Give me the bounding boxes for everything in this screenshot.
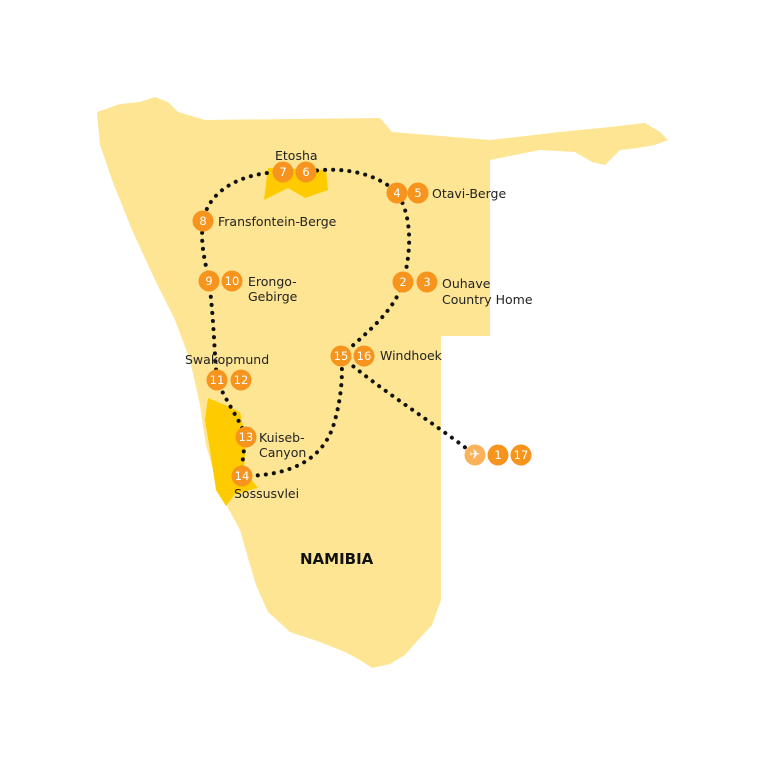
stop-marker-16[interactable]: 16 (353, 345, 375, 367)
label-ouhave-2: Country Home (442, 292, 533, 307)
marker-circle (206, 369, 228, 391)
stop-marker-4[interactable]: 4 (386, 182, 408, 204)
stop-marker-12[interactable]: 12 (230, 369, 252, 391)
country-name: NAMIBIA (300, 550, 374, 568)
label-etosha: Etosha (275, 148, 318, 163)
marker-number: 8 (199, 214, 206, 228)
marker-number: 6 (302, 165, 309, 179)
label-erongo-1: Erongo- (248, 274, 297, 289)
marker-number: 4 (393, 186, 400, 200)
stop-marker-5[interactable]: 5 (407, 182, 429, 204)
marker-circle (221, 270, 243, 292)
stop-marker-15[interactable]: 15 (330, 345, 352, 367)
marker-number: 10 (225, 274, 240, 288)
label-ouhave-1: Ouhave (442, 276, 491, 291)
stop-marker-6[interactable]: 6 (295, 161, 317, 183)
marker-circle (416, 271, 438, 293)
route-path (200, 167, 477, 479)
marker-number: 15 (334, 349, 349, 363)
stop-marker-8[interactable]: 8 (192, 210, 214, 232)
marker-circle (295, 161, 317, 183)
marker-number: 14 (235, 469, 250, 483)
marker-circle (353, 345, 375, 367)
marker-circle (231, 465, 253, 487)
marker-number: 9 (205, 274, 212, 288)
label-kuiseb-1: Kuiseb- (259, 430, 305, 445)
stop-marker-13[interactable]: 13 (235, 426, 257, 448)
marker-number: 2 (399, 275, 406, 289)
marker-number: 11 (210, 373, 225, 387)
marker-circle (392, 271, 414, 293)
stop-marker-11[interactable]: 11 (206, 369, 228, 391)
label-fransfontein: Fransfontein-Berge (218, 214, 337, 229)
marker-number: 17 (514, 448, 529, 462)
label-sossusvlei: Sossusvlei (234, 486, 299, 501)
marker-number: 1 (494, 448, 501, 462)
label-otavi: Otavi-Berge (432, 186, 506, 201)
marker-number: 5 (414, 186, 421, 200)
marker-number: 16 (357, 349, 372, 363)
marker-circle (510, 444, 532, 466)
stop-marker-17[interactable]: 17 (510, 444, 532, 466)
marker-circle (330, 345, 352, 367)
marker-number: 7 (279, 165, 286, 179)
marker-circle (235, 426, 257, 448)
namibia-land (97, 97, 668, 668)
stop-marker-3[interactable]: 3 (416, 271, 438, 293)
marker-circle (272, 161, 294, 183)
stop-marker-2[interactable]: 2 (392, 271, 414, 293)
stop-marker-7[interactable]: 7 (272, 161, 294, 183)
stop-marker-9[interactable]: 9 (198, 270, 220, 292)
label-kuiseb-2: Canyon (259, 445, 306, 460)
marker-circle (407, 182, 429, 204)
marker-circle (198, 270, 220, 292)
marker-number: 3 (423, 275, 430, 289)
stop-marker-14[interactable]: 14 (231, 465, 253, 487)
marker-number: 13 (239, 430, 254, 444)
airport-marker[interactable]: ✈ (464, 444, 486, 466)
label-swakopmund: Swakopmund (185, 352, 269, 367)
marker-circle (230, 369, 252, 391)
stop-marker-1[interactable]: 1 (487, 444, 509, 466)
marker-circle (386, 182, 408, 204)
marker-circle (487, 444, 509, 466)
label-windhoek: Windhoek (380, 348, 443, 363)
stop-marker-10[interactable]: 10 (221, 270, 243, 292)
marker-number: 12 (234, 373, 249, 387)
airplane-icon: ✈ (470, 448, 481, 463)
marker-circle (192, 210, 214, 232)
label-erongo-2: Gebirge (248, 289, 298, 304)
